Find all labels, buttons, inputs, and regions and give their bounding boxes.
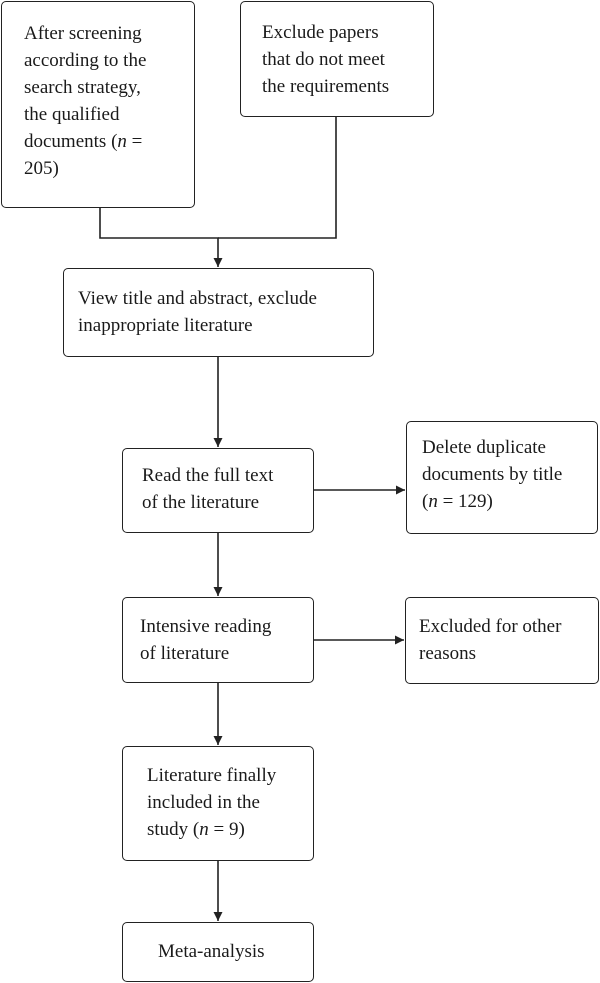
node-label-line: After screening (24, 20, 146, 47)
node-label-line: documents by title (422, 461, 562, 488)
node-view-title: View title and abstract, exclude inapprop… (63, 268, 374, 357)
label-text: = 9) (208, 819, 245, 840)
node-label-line: Read the full text (142, 462, 273, 489)
node-finally-included: Literature finally included in the study (… (122, 746, 314, 861)
label-text: = 129) (437, 491, 493, 512)
node-label-line: inappropriate literature (78, 312, 317, 339)
label-text: 205) (24, 158, 59, 179)
label-text: the qualified (24, 104, 120, 125)
label-text: study ( (147, 819, 200, 840)
node-label: Read the full text of the literature (142, 462, 273, 516)
label-text: = (126, 131, 143, 152)
node-label-line: Excluded for other (419, 613, 561, 640)
label-text: Meta-analysis (158, 941, 265, 962)
node-read-full: Read the full text of the literature (122, 448, 314, 533)
label-text: Intensive reading (140, 616, 272, 637)
node-label: Intensive reading of literature (140, 613, 271, 667)
label-text: search strategy, (24, 77, 141, 98)
node-excluded-other: Excluded for other reasons (405, 597, 599, 684)
node-label: Literature finally included in the study (… (147, 762, 276, 843)
label-text: View title and abstract, exclude (78, 288, 317, 309)
label-text: reasons (419, 643, 476, 664)
italic-variable: n (428, 491, 438, 512)
italic-variable: n (117, 131, 127, 152)
node-label-line: documents (n = (24, 128, 146, 155)
node-label-line: of literature (140, 640, 271, 667)
node-label-line: Intensive reading (140, 613, 271, 640)
node-label: Excluded for other reasons (419, 613, 561, 667)
label-text: that do not meet (262, 49, 385, 70)
label-text: After screening (24, 23, 142, 44)
label-text: of literature (140, 643, 230, 664)
label-text: inappropriate literature (78, 315, 253, 336)
node-label-line: 205) (24, 155, 146, 182)
label-text: documents ( (24, 131, 118, 152)
node-label-line: according to the (24, 47, 146, 74)
node-intensive-reading: Intensive reading of literature (122, 597, 314, 683)
node-label-line: the requirements (262, 73, 389, 100)
node-label: Exclude papers that do not meet the requir… (262, 19, 389, 100)
label-text: Excluded for other (419, 616, 562, 637)
node-label-line: View title and abstract, exclude (78, 285, 317, 312)
node-label-line: of the literature (142, 489, 273, 516)
label-text: of the literature (142, 492, 260, 513)
label-text: Literature finally (147, 765, 277, 786)
node-delete-duplicates: Delete duplicate documents by title (n = 1… (406, 421, 598, 534)
node-label-line: reasons (419, 640, 561, 667)
edge-exclude-papers-to-view-title (218, 117, 337, 239)
node-label-line: that do not meet (262, 46, 389, 73)
node-exclude-papers: Exclude papers that do not meet the requir… (240, 1, 434, 117)
node-label-line: Meta-analysis (158, 938, 265, 965)
label-text: Delete duplicate (422, 437, 546, 458)
node-label-line: Exclude papers (262, 19, 389, 46)
node-label-line: search strategy, (24, 74, 146, 101)
node-label-line: (n = 129) (422, 488, 562, 515)
label-text: Read the full text (142, 465, 274, 486)
node-label-line: the qualified (24, 101, 146, 128)
node-label-line: included in the (147, 789, 276, 816)
label-text: ( (422, 491, 429, 512)
node-screened: After screening according to the search st… (1, 1, 195, 208)
italic-variable: n (199, 819, 209, 840)
label-text: Exclude papers (262, 22, 379, 43)
node-label: After screening according to the search st… (24, 20, 146, 182)
label-text: according to the (24, 50, 147, 71)
node-label: View title and abstract, exclude inapprop… (78, 285, 317, 339)
node-label-line: study (n = 9) (147, 816, 276, 843)
label-text: documents by title (422, 464, 563, 485)
node-meta-analysis: Meta-analysis (122, 922, 314, 982)
edge-screened-to-view-title (99, 208, 223, 267)
label-text: included in the (147, 792, 260, 813)
node-label-line: Delete duplicate (422, 434, 562, 461)
node-label: Delete duplicate documents by title (n = 1… (422, 434, 562, 515)
node-label-line: Literature finally (147, 762, 276, 789)
node-label: Meta-analysis (158, 938, 265, 965)
label-text: the requirements (262, 76, 390, 97)
